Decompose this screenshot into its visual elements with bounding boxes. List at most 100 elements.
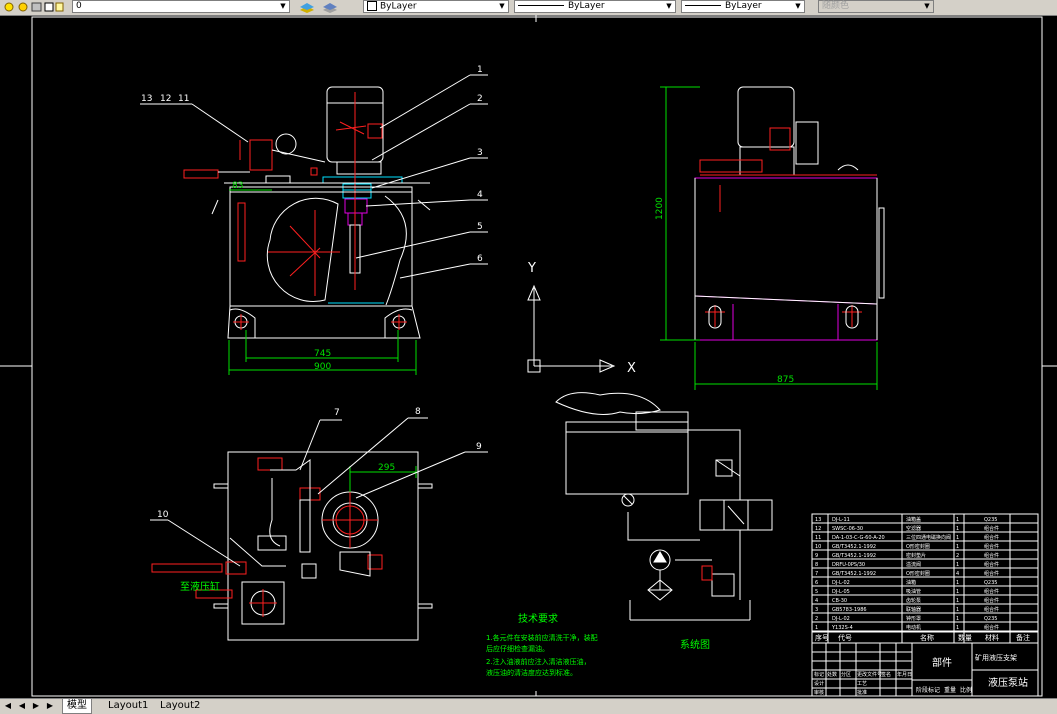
parts-cell: Q235: [984, 616, 997, 622]
parts-cell: CB-30: [832, 598, 847, 604]
parts-cell: GB5783-1986: [832, 607, 867, 613]
last-tab-icon[interactable]: ▶: [46, 701, 54, 710]
rev-count-header: 处数: [827, 671, 837, 678]
parts-cell: DA-1-03-C-G-60-A-20: [832, 535, 885, 541]
dim-295: 295: [378, 463, 395, 473]
tab-model[interactable]: 模型: [62, 699, 92, 714]
parts-cell: GB/T3452.1-1992: [832, 544, 876, 550]
parts-cell: 组合件: [984, 552, 999, 559]
notes-title: 技术要求: [518, 612, 558, 625]
next-tab-icon[interactable]: ▶: [32, 701, 40, 710]
lineweight-value: ByLayer: [725, 1, 762, 11]
parts-cell: 组合件: [984, 588, 999, 595]
hdr-remark: 备注: [1016, 633, 1030, 642]
layout-tab-bar: ◀ ◀ ▶ ▶ 模型 Layout1 Layout2: [0, 698, 1057, 714]
parts-cell: 电动机: [906, 624, 921, 631]
parts-cell: 组合件: [984, 624, 999, 631]
side-view: 1200 875: [655, 86, 885, 390]
parts-cell: Y132S-4: [831, 625, 853, 631]
leader-10: 10: [157, 510, 169, 520]
parts-cell: 4: [956, 571, 959, 577]
parts-cell: 油箱盖: [906, 516, 921, 523]
chevron-down-icon: ▼: [666, 2, 672, 10]
leader-9: 9: [476, 442, 482, 452]
linetype-sample: [518, 5, 564, 6]
parts-cell: 组合件: [984, 561, 999, 568]
hdr-no: 序号: [815, 633, 829, 642]
hdr-material: 材料: [985, 633, 999, 642]
parts-cell: 2: [956, 553, 959, 559]
parts-cell: 油箱: [906, 579, 916, 586]
parts-cell: DJ-L-02: [832, 616, 850, 622]
layer-state-icons[interactable]: [3, 1, 75, 13]
parts-cell: 钟形罩: [906, 615, 921, 622]
color-value: ByLayer: [380, 1, 417, 12]
ucs-icon: Y X: [527, 261, 636, 376]
color-square-icon: [44, 2, 54, 12]
parts-cell: 8: [815, 562, 818, 568]
parts-cell: 11: [815, 535, 821, 541]
parts-cell: DJ-L-02: [832, 580, 850, 586]
leader-5: 5: [477, 222, 483, 232]
parts-cell: 齿轮泵: [906, 597, 921, 604]
leader-11: 11: [178, 94, 189, 104]
parts-cell: 1: [956, 526, 959, 532]
note-line-3: 2.注入油液前应注入清洁液压油，: [486, 657, 591, 666]
prev-tab-icon[interactable]: ◀: [18, 701, 26, 710]
parts-cell: Q235: [984, 580, 997, 586]
front-view: 83 745 900 1 2 3 4 5 6 13 12 11: [140, 65, 488, 375]
chevron-down-icon: ▼: [924, 2, 930, 10]
lineweight-dropdown[interactable]: ByLayer ▼: [681, 0, 805, 13]
ucs-y-label: Y: [527, 261, 536, 276]
rev-date-header: 年月日: [897, 671, 912, 678]
leader-2: 2: [477, 94, 483, 104]
parts-header-row: 序号 代号 名称 数量 材料 备注: [815, 633, 1030, 642]
dim-875: 875: [777, 375, 794, 385]
linetype-dropdown[interactable]: ByLayer ▼: [514, 0, 676, 13]
leader-12: 12: [160, 94, 171, 104]
color-dropdown[interactable]: ByLayer ▼: [363, 0, 509, 13]
ucs-x-label: X: [627, 361, 636, 376]
drawing-canvas[interactable]: 83 745 900 1 2 3 4 5 6 13 12 11: [0, 15, 1057, 698]
parts-cell: O形密封圈: [906, 570, 930, 577]
chevron-down-icon: ▼: [280, 2, 286, 10]
layer-previous-icon[interactable]: [322, 1, 338, 13]
hdr-qty: 数量: [958, 633, 972, 642]
sign-review: 审核: [814, 689, 824, 696]
parts-cell: DJ-L-11: [832, 517, 850, 523]
tab-layout2[interactable]: Layout2: [160, 700, 201, 711]
parts-cell: 组合件: [984, 597, 999, 604]
leader-13: 13: [141, 94, 152, 104]
leader-6: 6: [477, 254, 483, 264]
layer-dropdown[interactable]: 0 ▼: [72, 0, 290, 13]
rev-mark-header: 标记: [814, 671, 824, 678]
parts-cell: 密封垫片: [906, 552, 926, 559]
parts-cell: 组合件: [984, 570, 999, 577]
rev-sign-header: 签名: [881, 671, 891, 678]
tab-layout1[interactable]: Layout1: [108, 700, 149, 711]
schematic-label: 系统图: [680, 638, 710, 651]
leader-1: 1: [477, 65, 483, 75]
parts-cell: GB/T3452.1-1992: [832, 553, 876, 559]
plotstyle-value: 随颜色: [822, 1, 850, 11]
stage-header: 阶段标记: [916, 686, 940, 694]
parts-cell: 3: [815, 607, 818, 613]
parts-cell: 12: [815, 526, 821, 532]
parts-cell: 1: [956, 625, 959, 631]
drawing-name: 液压泵站: [988, 676, 1028, 689]
parts-cell: 6: [815, 580, 818, 586]
to-cylinder-label: 至液压缸: [180, 580, 220, 593]
parts-cell: 2: [815, 616, 818, 622]
first-tab-icon[interactable]: ◀: [4, 701, 12, 710]
leader-3: 3: [477, 148, 483, 158]
parts-cell: 1: [956, 535, 959, 541]
leader-7: 7: [334, 408, 340, 418]
bulb-icon: [4, 2, 14, 12]
note-line-4: 液压油的清洁度应达到标准。: [486, 668, 577, 677]
component-label: 部件: [932, 656, 952, 669]
dim-1200: 1200: [655, 197, 665, 220]
make-layer-current-icon[interactable]: [299, 1, 315, 13]
parts-cell: GB/T3452.1-1992: [832, 571, 876, 577]
rev-doc-header: 更改文件号: [857, 671, 882, 678]
